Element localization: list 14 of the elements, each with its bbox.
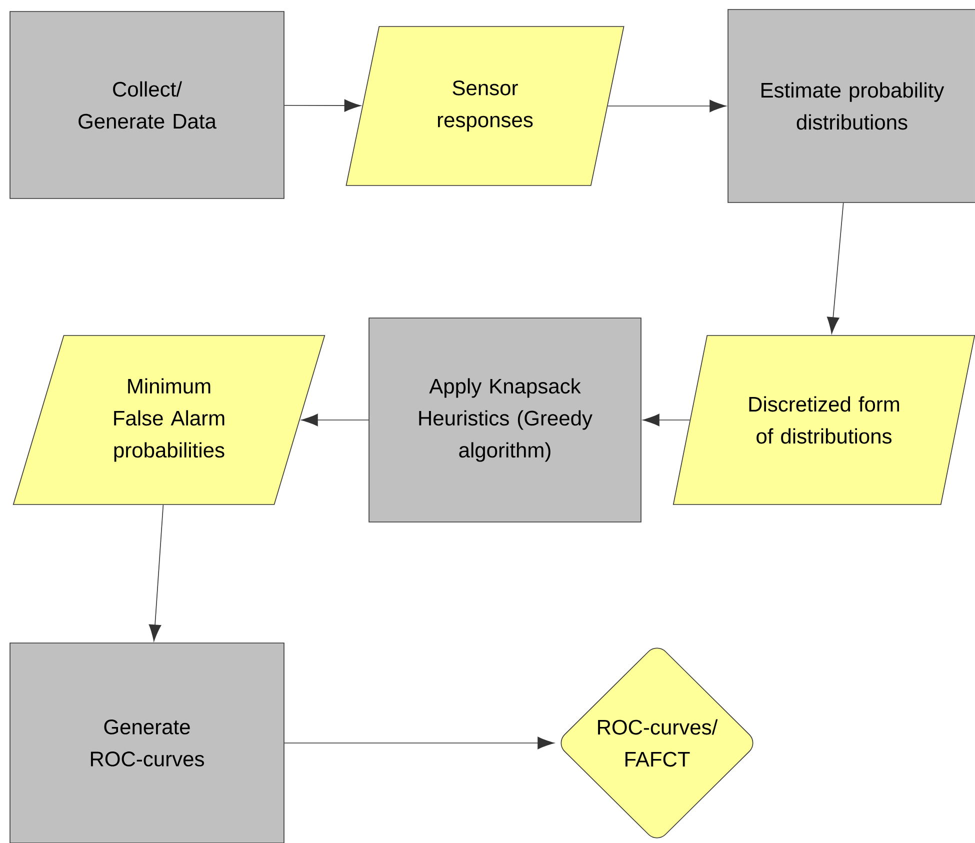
arrow	[284, 99, 362, 112]
process-box: Collect/ Generate Data	[10, 11, 284, 199]
arrow	[607, 100, 726, 112]
arrow	[301, 414, 369, 426]
arrow	[826, 202, 844, 334]
arrow	[148, 504, 164, 642]
process-box: Generate ROC-curves	[10, 642, 284, 843]
arrow	[284, 736, 554, 750]
process-box: Estimate probability distributions	[728, 9, 975, 203]
arrow	[642, 414, 690, 426]
process-box: Apply Knapsack Heuristics (Greedy algorithm)	[368, 318, 642, 522]
data-parallelogram: Sensor responses	[346, 26, 624, 186]
data-parallelogram: Discretized form of distributions	[672, 335, 975, 505]
data-parallelogram: Minimum False Alarm probabilities	[12, 335, 326, 505]
